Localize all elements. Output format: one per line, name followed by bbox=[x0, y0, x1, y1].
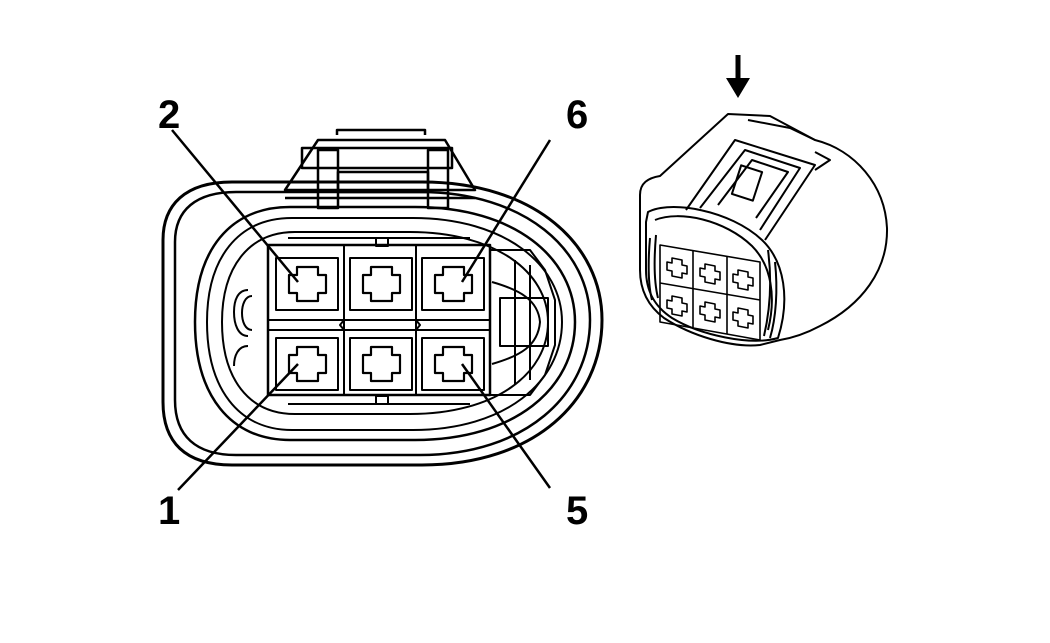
connector-perspective-view bbox=[639, 55, 889, 347]
perspective-front-face bbox=[645, 206, 786, 342]
leader-line-pin-5 bbox=[460, 363, 552, 489]
leader-line-pin-6 bbox=[460, 139, 552, 283]
terminal-cavity-6 bbox=[433, 265, 474, 303]
terminal-cavity-5 bbox=[433, 345, 474, 383]
right-keying-features bbox=[490, 249, 556, 396]
terminal-cavity-2 bbox=[287, 265, 328, 303]
housing-seal-outer bbox=[193, 205, 577, 442]
leader-line-pin-2 bbox=[171, 129, 299, 283]
pin-label-1: 1 bbox=[158, 489, 180, 533]
leader-line-pin-1 bbox=[177, 363, 299, 491]
pin-label-5: 5 bbox=[566, 489, 588, 533]
housing-outer-shell bbox=[161, 180, 604, 467]
housing-cavity bbox=[221, 231, 549, 415]
pin-label-2: 2 bbox=[158, 93, 180, 137]
perspective-pin-grid bbox=[659, 244, 761, 341]
locking-latch bbox=[283, 128, 477, 210]
terminal-cavity-4 bbox=[361, 265, 402, 303]
left-keying-features bbox=[233, 289, 253, 367]
connector-front-view bbox=[161, 128, 604, 491]
terminal-cavity-1 bbox=[287, 345, 328, 383]
housing-seal-inner bbox=[206, 217, 563, 431]
pin-label-6: 6 bbox=[566, 93, 588, 137]
pin-leader-lines bbox=[171, 129, 552, 491]
terminal-cavity-3 bbox=[361, 345, 402, 383]
housing-inner-shell bbox=[173, 190, 592, 457]
down-arrow-icon bbox=[726, 55, 750, 98]
terminal-cavities bbox=[275, 257, 485, 391]
